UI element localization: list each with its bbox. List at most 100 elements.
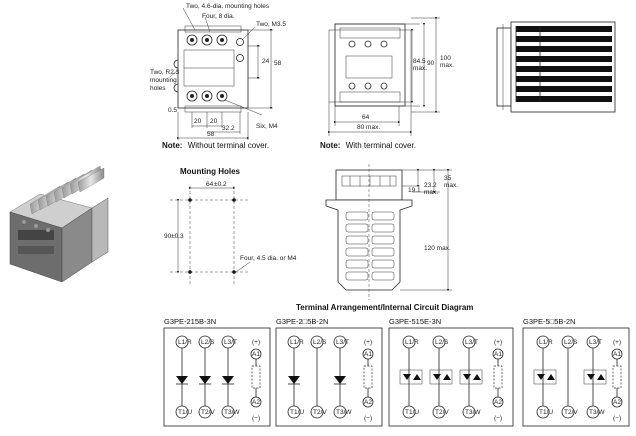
dim-58-vertical: 58 [274, 60, 282, 67]
note-body: With terminal cover. [346, 141, 416, 150]
label-six-m4: Six, M4 [256, 123, 278, 130]
dim-24: 24 [262, 58, 270, 65]
dim-80-max: 80 max. [357, 124, 380, 131]
dim-90: 90 [427, 60, 435, 67]
thyristor-pairs [399, 369, 483, 385]
bottom-terminal-t1: T1/U [178, 409, 192, 416]
bottom-terminal-t2: T2/V [201, 409, 215, 416]
polarity-minus: (−) [364, 415, 372, 422]
bottom-terminal-t3: T3/W [465, 409, 481, 416]
dim-64: 64 [362, 114, 370, 121]
side-view-drawing [496, 21, 616, 113]
bottom-terminal-t2: T2/V [564, 409, 578, 416]
circuit-panel-1: G3PE-215B-3N L1/R L2/S L3/T T1/U T2/V T3… [163, 317, 271, 427]
top-terminal-l3: L3/T [589, 339, 602, 346]
terminal-a2: A2 [613, 399, 621, 406]
top-terminal-l2: L2/S [313, 339, 327, 346]
top-terminal-l1: L1/R [405, 339, 419, 346]
circuit-panel-4: G3PE-5□5B-2N L1/R L2/S L3/T T1/U T2/V T3… [522, 317, 630, 427]
label-four-8-dia: Four, 8 dia. [202, 13, 235, 20]
bottom-terminal-t1: T1/U [539, 409, 553, 416]
bottom-terminal-t3: T3/W [589, 409, 605, 416]
terminal-a1: A1 [252, 351, 260, 358]
note-prefix: Note: [320, 141, 340, 150]
terminal-a1: A1 [613, 351, 621, 358]
polarity-minus: (−) [494, 415, 502, 422]
mounting-dim-90: 90 [164, 233, 172, 240]
top-terminal-l2: L2/S [435, 339, 449, 346]
top-terminal-l1: L1/R [290, 339, 304, 346]
polarity-plus: (+) [252, 339, 260, 346]
hole-markers [188, 198, 236, 274]
dim-58-horizontal: 58 [207, 131, 215, 138]
top-terminal-l1: L1/R [539, 339, 553, 346]
dim-120-max: 120 max. [424, 245, 451, 252]
mounting-dim-64-tol: ±0.2 [214, 181, 227, 188]
note-without-cover: Note: Without terminal cover. [162, 141, 269, 150]
terminal-a1: A1 [364, 351, 372, 358]
top-terminal-l3: L3/T [224, 339, 237, 346]
label-r23-holes: holes [150, 85, 166, 92]
dim-100: 100 [440, 55, 451, 62]
circuit-panel-3: G3PE-515E-3N L1/R L2/S L3/T T1/U T2/V T3… [388, 317, 514, 427]
model-name: G3PE-515E-3N [389, 317, 441, 326]
top-terminal-l3: L3/T [465, 339, 478, 346]
triac-symbols [288, 376, 346, 385]
bottom-terminal-t3: T3/W [224, 409, 240, 416]
bottom-terminal-t1: T1/U [405, 409, 419, 416]
polarity-plus: (+) [364, 339, 372, 346]
top-terminal-l3: L3/T [336, 339, 349, 346]
label-two-r23: Two, R2.3 [150, 69, 180, 76]
dim-32-2: 32.2 [222, 125, 235, 132]
mounting-dim-64: 64 [206, 181, 214, 188]
note-prefix: Note: [162, 141, 182, 150]
terminal-a2: A2 [252, 399, 260, 406]
note-with-cover: Note: With terminal cover. [320, 141, 416, 150]
thyristor-pairs [533, 369, 607, 385]
note-body: Without terminal cover. [188, 141, 269, 150]
dim-0-5: 0.5 [168, 107, 177, 114]
bottom-terminal-t3: T3/W [336, 409, 352, 416]
bottom-terminal-t1: T1/U [290, 409, 304, 416]
terminal-a1: A1 [494, 351, 502, 358]
terminal-a2: A2 [494, 399, 502, 406]
dim-20-b: 20 [210, 118, 218, 125]
mounting-holes-drawing [170, 186, 251, 286]
mounting-four-holes: Four, 4.5 dia. or M4 [240, 255, 297, 262]
polarity-plus: (+) [613, 339, 621, 346]
label-two-m35: Two, M3.5 [256, 21, 286, 28]
mounting-holes-title: Mounting Holes [180, 167, 241, 176]
product-photo [9, 165, 109, 283]
dim-35-max: max. [444, 182, 458, 189]
heatsink-fins [516, 26, 612, 102]
polarity-minus: (−) [252, 415, 260, 422]
top-terminal-l2: L2/S [564, 339, 578, 346]
top-view-drawing [169, 7, 273, 140]
bottom-terminal-row [186, 90, 228, 102]
circuit-panel-2: G3PE-2□5B-2N L1/R L2/S L3/T T1/U T2/V T3… [275, 317, 383, 427]
terminal-a2: A2 [364, 399, 372, 406]
dim-19-1: 19.1 [408, 187, 421, 194]
dim-23-2-max: max. [424, 189, 438, 196]
dim-84-5-max: max. [413, 65, 427, 72]
polarity-plus: (+) [494, 339, 502, 346]
model-name: G3PE-2□5B-2N [276, 317, 328, 326]
bottom-terminal-t2: T2/V [313, 409, 327, 416]
bottom-terminal-t2: T2/V [435, 409, 449, 416]
heatsink-ribs [345, 211, 395, 281]
dim-23-2: 23.2 [424, 182, 437, 189]
top-terminal-l1: L1/R [178, 339, 192, 346]
dim-100-max: max. [440, 62, 454, 69]
polarity-minus: (−) [613, 415, 621, 422]
dim-20-a: 20 [194, 118, 202, 125]
label-r23-mounting: mounting [150, 77, 177, 84]
mounting-dim-90-tol: ±0.3 [171, 233, 184, 240]
label-mounting-holes-46: Two, 4.6-dia. mounting holes [186, 3, 270, 10]
photo-heatsink-fins [29, 165, 105, 215]
terminal-section-title: Terminal Arrangement/Internal Circuit Di… [296, 303, 473, 312]
front-view-drawing [327, 16, 440, 136]
top-terminal-row [186, 34, 244, 62]
model-name: G3PE-5□5B-2N [523, 317, 575, 326]
